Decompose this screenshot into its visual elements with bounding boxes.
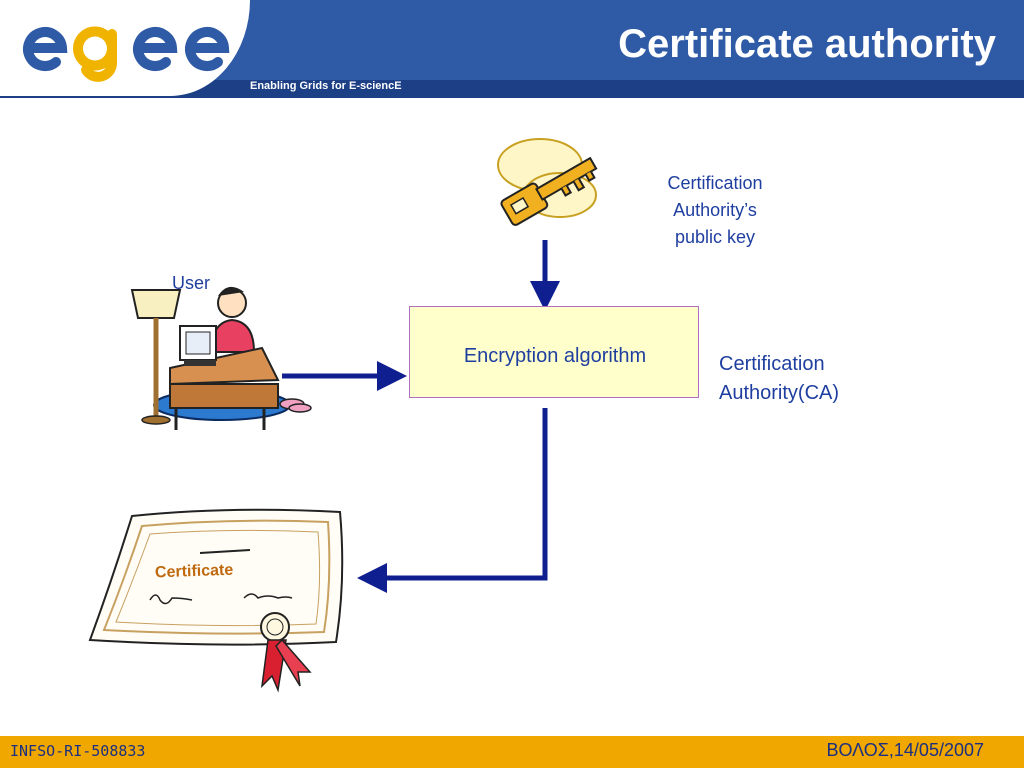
footer-bar: INFSO-RI-508833 ΒΟΛΟΣ,14/05/2007 xyxy=(0,736,1024,768)
public-key-label-line: Authority’s xyxy=(640,197,790,224)
encryption-algorithm-label: Encryption algorithm xyxy=(410,345,700,368)
certificate-label: Certificate xyxy=(155,562,234,583)
public-key-label: Certification Authority’s public key xyxy=(640,170,790,251)
ca-label: Certification Authority(CA) xyxy=(719,350,839,408)
encryption-algorithm-box: Encryption algorithm xyxy=(409,306,699,398)
ca-label-line: Authority(CA) xyxy=(719,379,839,408)
key-icon xyxy=(498,139,601,227)
public-key-label-line: Certification xyxy=(640,170,790,197)
footer-project-id: INFSO-RI-508833 xyxy=(10,742,145,760)
certificate-icon xyxy=(90,510,342,690)
footer-place-date: ΒΟΛΟΣ,14/05/2007 xyxy=(826,740,984,761)
user-label: User xyxy=(172,273,210,294)
user-at-desk-icon xyxy=(132,287,311,430)
public-key-label-line: public key xyxy=(640,224,790,251)
arrow-box-to-certificate xyxy=(372,408,545,578)
ca-label-line: Certification xyxy=(719,350,839,379)
